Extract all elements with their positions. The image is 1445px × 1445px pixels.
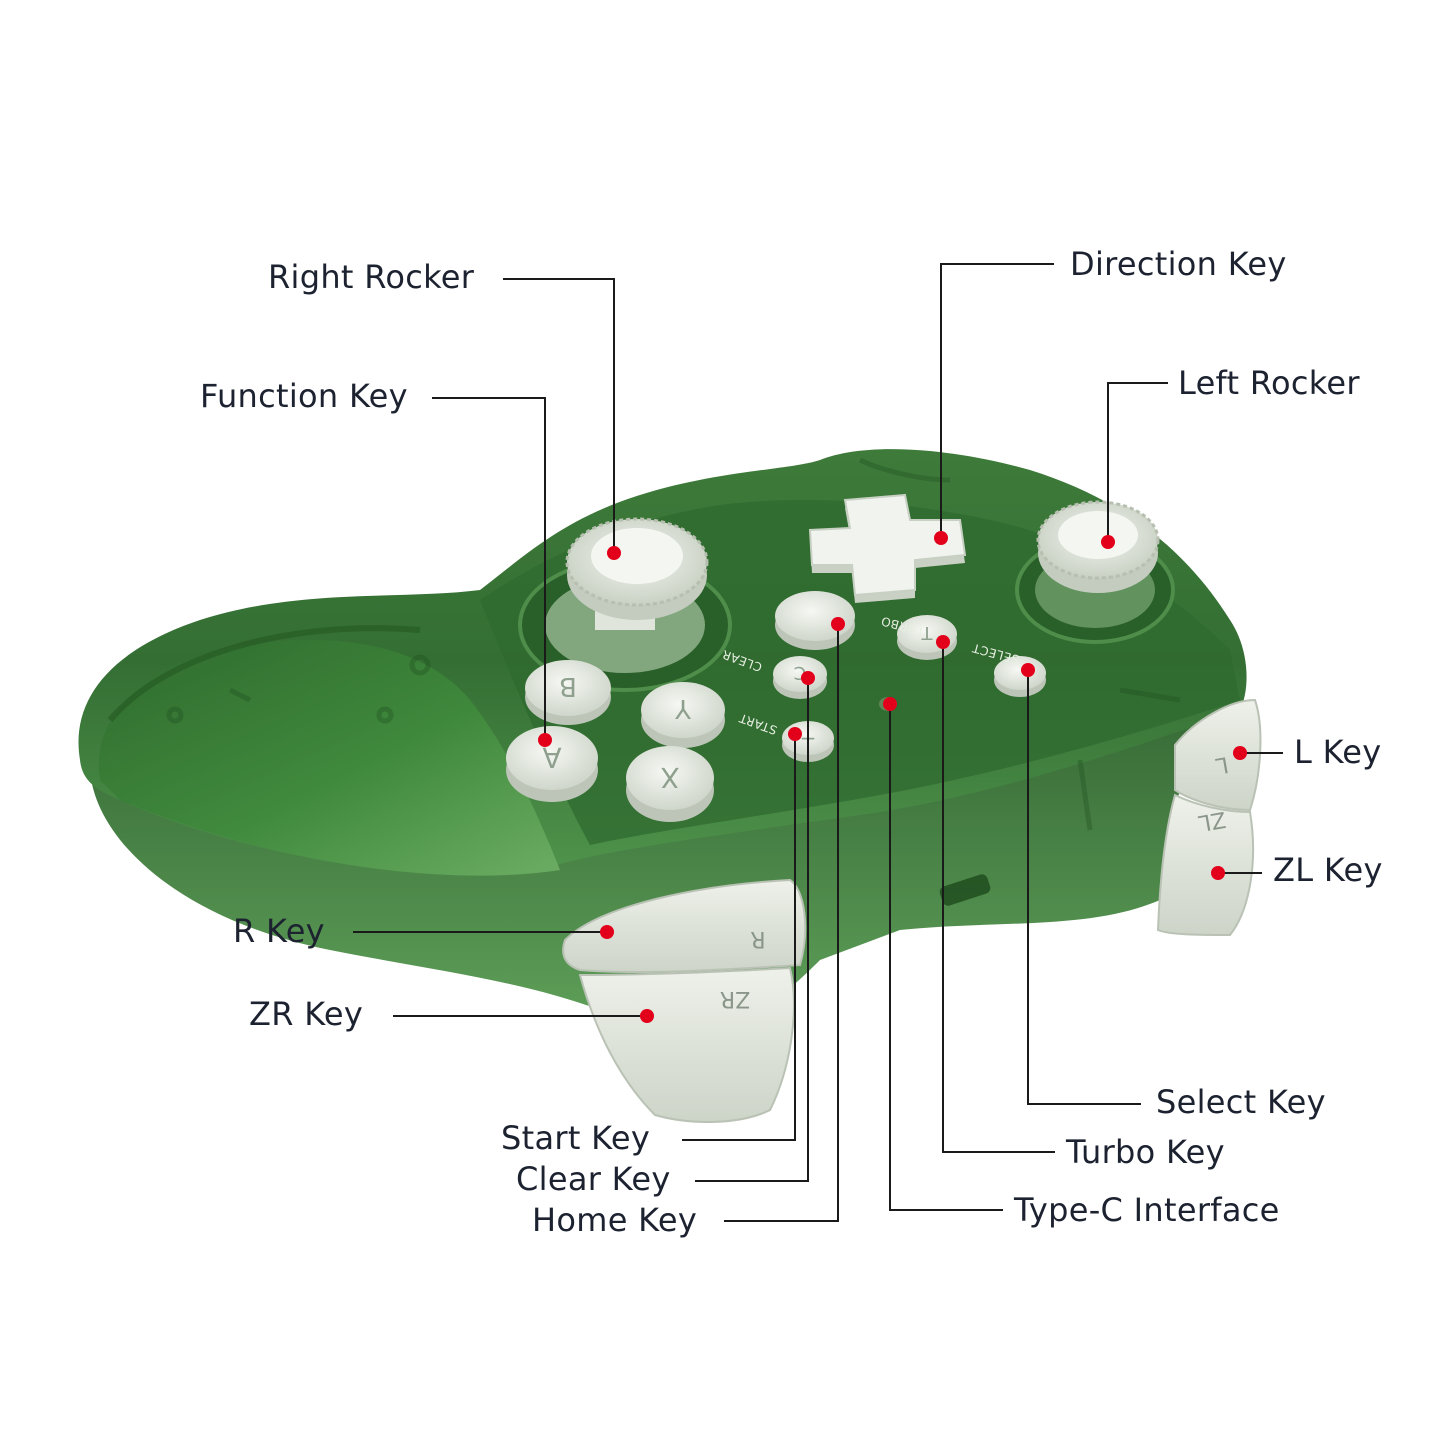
- y-button[interactable]: Y: [641, 682, 725, 748]
- l-trigger-label: L: [1213, 751, 1230, 778]
- marker-left-rocker: [1101, 535, 1115, 549]
- x-button[interactable]: X: [626, 746, 714, 822]
- clear-button[interactable]: C: [773, 656, 827, 699]
- leader-select-key: [1027, 670, 1141, 1105]
- label-r-key: R Key: [233, 912, 325, 950]
- marker-direction-key: [934, 531, 948, 545]
- marker-r-key: [600, 925, 614, 939]
- r-trigger[interactable]: R: [562, 878, 807, 974]
- marker-start-key: [788, 727, 802, 741]
- leader-start-key: [682, 734, 796, 1141]
- label-turbo-key: Turbo Key: [1066, 1133, 1225, 1171]
- zr-trigger-label: ZR: [720, 986, 750, 1011]
- b-button[interactable]: B: [525, 660, 611, 725]
- marker-function-key: [538, 733, 552, 747]
- a-button-label: A: [542, 741, 561, 774]
- b-button-label: B: [559, 671, 577, 701]
- leader-lines: [353, 263, 1283, 1222]
- y-button-label: Y: [675, 693, 692, 723]
- left-rocker-stick[interactable]: [1015, 500, 1175, 644]
- leader-clear-key: [695, 678, 809, 1182]
- face-buttons: B Y A X: [506, 660, 725, 822]
- type-c-port: [939, 874, 991, 906]
- leader-function-key: [432, 397, 546, 740]
- leader-type-c: [889, 704, 1003, 1211]
- l-trigger[interactable]: L: [1174, 698, 1262, 812]
- a-button[interactable]: A: [506, 726, 598, 802]
- zr-trigger[interactable]: ZR: [578, 966, 795, 1123]
- right-rocker-stick[interactable]: [518, 517, 732, 692]
- label-left-rocker: Left Rocker: [1178, 364, 1360, 402]
- callout-markers: [538, 531, 1247, 1023]
- leader-right-rocker: [503, 278, 615, 553]
- marker-l-key: [1233, 746, 1247, 760]
- label-right-rocker: Right Rocker: [268, 258, 475, 296]
- marker-clear-key: [801, 671, 815, 685]
- label-zl-key: ZL Key: [1273, 851, 1383, 889]
- marker-zl-key: [1211, 866, 1225, 880]
- marker-zr-key: [640, 1009, 654, 1023]
- leader-turbo-key: [942, 642, 1055, 1153]
- direction-pad[interactable]: [808, 493, 967, 603]
- label-direction-key: Direction Key: [1070, 245, 1287, 283]
- zl-trigger[interactable]: ZL: [1156, 793, 1255, 937]
- right-grip: [98, 639, 561, 876]
- marker-right-rocker: [607, 546, 621, 560]
- zl-trigger-label: ZL: [1196, 806, 1228, 835]
- marker-select-key: [1021, 663, 1035, 677]
- label-start-key: Start Key: [501, 1119, 651, 1157]
- label-type-c-interface: Type-C Interface: [1014, 1191, 1280, 1229]
- label-clear-key: Clear Key: [516, 1160, 671, 1198]
- turbo-button-letter: T: [921, 622, 934, 643]
- marker-home-key: [831, 617, 845, 631]
- x-button-label: X: [660, 761, 679, 794]
- label-zr-key: ZR Key: [249, 995, 364, 1033]
- leader-left-rocker: [1107, 382, 1168, 542]
- r-trigger-label: R: [750, 926, 765, 951]
- label-home-key: Home Key: [532, 1201, 698, 1239]
- leader-home-key: [724, 624, 839, 1222]
- label-l-key: L Key: [1294, 733, 1382, 771]
- label-function-key: Function Key: [200, 377, 408, 415]
- leader-direction-key: [940, 263, 1054, 538]
- marker-type-c: [883, 697, 897, 711]
- label-select-key: Select Key: [1156, 1083, 1326, 1121]
- marker-turbo-key: [936, 635, 950, 649]
